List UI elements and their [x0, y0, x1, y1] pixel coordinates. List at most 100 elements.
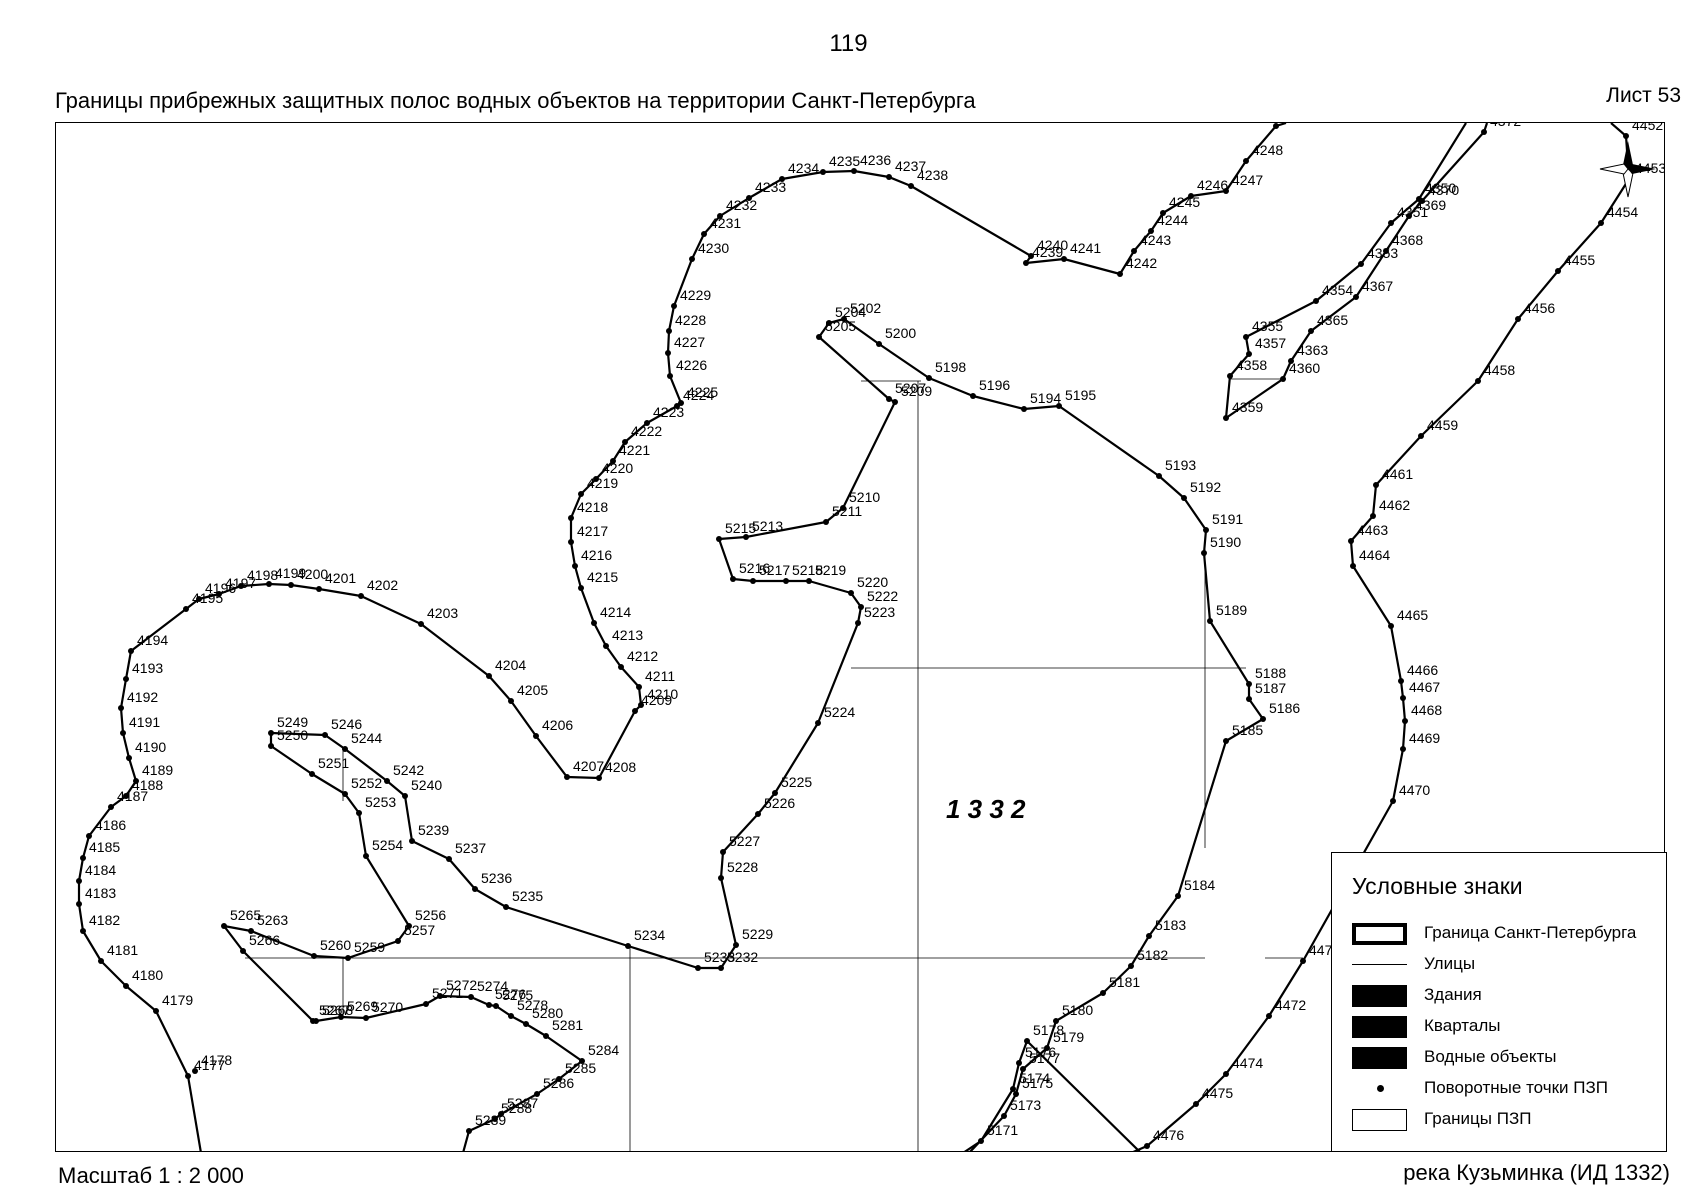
turning-point	[1350, 563, 1356, 569]
turning-point	[1623, 133, 1629, 139]
point-label: 4238	[917, 167, 948, 183]
point-label: 5263	[257, 912, 288, 928]
point-label: 5173	[1010, 1097, 1041, 1113]
legend-label: Кварталы	[1424, 1016, 1501, 1035]
turning-point	[1390, 798, 1396, 804]
turning-point	[123, 983, 129, 989]
turning-point	[579, 1058, 585, 1064]
point-label: 4197	[225, 575, 256, 591]
point-label: 5175	[1022, 1075, 1053, 1091]
point-label: 4204	[495, 657, 526, 673]
water-object-id: 1 3 3 2	[946, 794, 1026, 824]
turning-point	[183, 606, 189, 612]
point-label: 4359	[1232, 399, 1263, 415]
map-canvas[interactable]: 4177417841794180418141824183418441854186…	[56, 123, 1665, 1152]
turning-point	[1243, 334, 1249, 340]
point-label: 4470	[1399, 782, 1430, 798]
point-label: 5210	[849, 489, 880, 505]
point-label: 5252	[351, 775, 382, 791]
point-label: 4184	[85, 862, 116, 878]
turning-point	[1353, 294, 1359, 300]
point-label: 4203	[427, 605, 458, 621]
point-label: 5285	[565, 1060, 596, 1076]
point-label: 4360	[1289, 360, 1320, 376]
legend-label: Граница Санкт-Петербурга	[1424, 923, 1637, 942]
turning-point	[1358, 261, 1364, 267]
point-label: 4233	[755, 179, 786, 195]
turning-point	[1021, 406, 1027, 412]
point-label: 5225	[781, 774, 812, 790]
point-label: 4463	[1357, 522, 1388, 538]
turning-point	[1117, 271, 1123, 277]
turning-point	[618, 664, 624, 670]
point-label: 5226	[764, 795, 795, 811]
turning-point	[632, 708, 638, 714]
point-label: 4229	[680, 287, 711, 303]
point-label: 5202	[850, 300, 881, 316]
point-label: 5224	[824, 704, 855, 720]
point-label: 5281	[552, 1017, 583, 1033]
point-label: 4222	[631, 423, 662, 439]
point-label: 4224	[683, 387, 714, 403]
point-label: 5256	[415, 907, 446, 923]
turning-point	[221, 923, 227, 929]
pzp-boundary-line	[77, 123, 1287, 1151]
point-label: 5259	[354, 939, 385, 955]
point-label: 5207	[895, 380, 926, 396]
point-label: 4468	[1411, 702, 1442, 718]
turning-point	[1402, 718, 1408, 724]
turning-point	[667, 373, 673, 379]
turning-point	[848, 590, 854, 596]
point-label: 5219	[815, 562, 846, 578]
point-label: 4350	[1425, 180, 1456, 196]
point-label: 4193	[132, 660, 163, 676]
turning-point	[1243, 158, 1249, 164]
point-label: 5178	[1033, 1022, 1064, 1038]
point-label: 4363	[1297, 342, 1328, 358]
turning-point	[288, 582, 294, 588]
turning-point	[596, 775, 602, 781]
turning-point	[268, 743, 274, 749]
turning-point	[1001, 1113, 1007, 1119]
turning-point	[603, 643, 609, 649]
turning-point	[716, 536, 722, 542]
point-label: 4467	[1409, 679, 1440, 695]
point-label: 4247	[1232, 172, 1263, 188]
legend-label: Улицы	[1424, 954, 1476, 973]
point-label: 4198	[247, 567, 278, 583]
point-label: 5192	[1190, 479, 1221, 495]
turning-point	[345, 955, 351, 961]
point-label: 4196	[205, 580, 236, 596]
point-label: 4194	[137, 632, 168, 648]
turning-point	[1053, 1018, 1059, 1024]
turning-point	[1024, 1038, 1030, 1044]
point-label: 4248	[1252, 142, 1283, 158]
point-label: 5196	[979, 377, 1010, 393]
point-label: 5267	[319, 1002, 350, 1018]
point-label: 4200	[297, 566, 328, 582]
point-label: 5244	[351, 730, 382, 746]
turning-point	[322, 732, 328, 738]
point-label: 4177	[194, 1057, 225, 1073]
point-label: 5276	[495, 986, 526, 1002]
turning-point	[578, 491, 584, 497]
turning-point	[1100, 990, 1106, 996]
point-label: 5200	[885, 325, 916, 341]
turning-point	[1023, 260, 1029, 266]
turning-point	[1260, 716, 1266, 722]
legend-item: Кварталы	[1352, 1014, 1652, 1038]
point-label: 4213	[612, 627, 643, 643]
point-label: 4201	[325, 570, 356, 586]
point-label: 5191	[1212, 511, 1243, 527]
turning-point	[468, 994, 474, 1000]
point-label: 4452	[1632, 123, 1663, 133]
point-label: 4223	[653, 404, 684, 420]
turning-point	[1227, 373, 1233, 379]
point-label: 5181	[1109, 974, 1140, 990]
point-label: 4179	[162, 992, 193, 1008]
turning-point	[1481, 129, 1487, 135]
point-label: 5187	[1255, 680, 1286, 696]
turning-point	[840, 505, 846, 511]
river-name: река Кузьминка (ИД 1332)	[1403, 1160, 1670, 1185]
